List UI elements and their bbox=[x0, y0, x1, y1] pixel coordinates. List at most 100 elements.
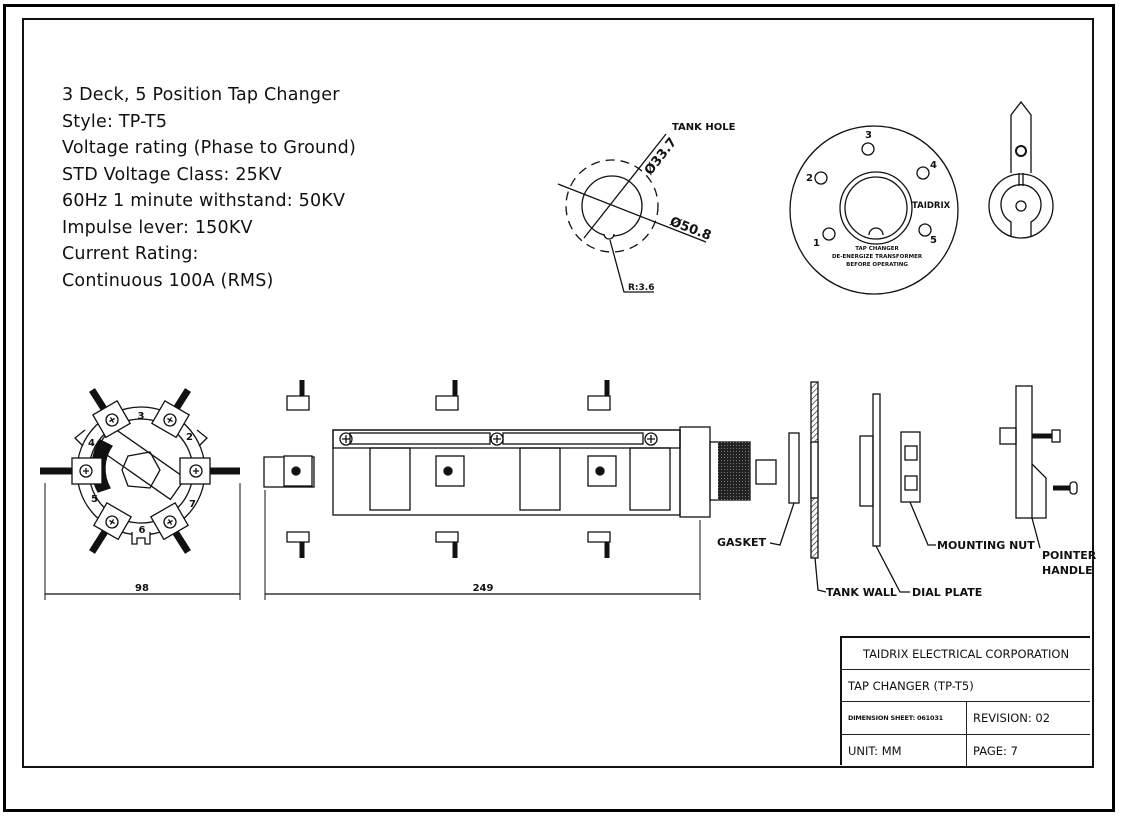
gasket-leader bbox=[769, 502, 795, 546]
contact-number-3: 3 bbox=[138, 411, 145, 422]
drive-shaft-hole bbox=[121, 451, 161, 489]
dial-plate-part bbox=[872, 393, 881, 547]
contact-clip-left bbox=[71, 457, 103, 485]
dial-position-3: 3 bbox=[865, 130, 872, 141]
pointer-hole bbox=[1015, 145, 1027, 157]
contact-number-4: 4 bbox=[88, 438, 95, 449]
outer-diameter-label: Ø50.8 bbox=[668, 214, 714, 243]
position-hole-4 bbox=[916, 166, 930, 180]
side-lugs bbox=[74, 429, 208, 447]
dial-plate-diagram bbox=[789, 125, 959, 295]
knob-center-hole bbox=[1015, 200, 1027, 212]
spec-line-style: Style: TP-T5 bbox=[62, 111, 168, 132]
contact-number-6: 6 bbox=[139, 525, 146, 536]
dial-warning-line-3: BEFORE OPERATING bbox=[846, 262, 908, 268]
dial-position-2: 2 bbox=[806, 173, 813, 184]
side-view-diagram bbox=[263, 380, 777, 600]
deck-block-2 bbox=[519, 447, 561, 511]
dial-plate-outline bbox=[789, 125, 959, 295]
pointer-knob-diagram bbox=[988, 100, 1054, 239]
mounting-nut-leader bbox=[909, 501, 936, 546]
rail-screw-1 bbox=[339, 432, 353, 446]
contact-number-5: 5 bbox=[91, 494, 98, 505]
product-name: TAP CHANGER (TP-T5) bbox=[848, 678, 974, 693]
inner-frame bbox=[22, 18, 1094, 768]
pointer-handle-label-2: HANDLE bbox=[1042, 564, 1093, 577]
rail-slot-1 bbox=[349, 432, 491, 445]
tank-hole-diagram bbox=[557, 133, 707, 293]
title-block-unit-row: UNIT: MM PAGE: 7 bbox=[842, 735, 1090, 767]
spec-line-voltage-class: STD Voltage Class: 25KV bbox=[62, 164, 282, 185]
spec-line-title: 3 Deck, 5 Position Tap Changer bbox=[62, 85, 340, 105]
rail-screw-3 bbox=[644, 432, 658, 446]
contact-clip-top-left bbox=[91, 399, 132, 439]
diameter-line-33 bbox=[583, 133, 667, 239]
rail-screw-2 bbox=[490, 432, 504, 446]
tank-wall-leader bbox=[814, 557, 827, 593]
radius-label: R:3.6 bbox=[628, 283, 654, 293]
position-hole-3 bbox=[861, 142, 875, 156]
dial-brand: TAIDRIX bbox=[912, 201, 951, 211]
knurled-nut bbox=[718, 442, 750, 500]
deck-body bbox=[332, 429, 681, 516]
pointer-blade bbox=[1010, 100, 1032, 173]
spec-line-withstand: 60Hz 1 minute withstand: 50KV bbox=[62, 191, 346, 211]
mounting-nut-label: MOUNTING NUT bbox=[937, 539, 1035, 552]
terminal-bottom-right bbox=[171, 528, 191, 554]
pointer-handle-label-1: POINTER bbox=[1042, 549, 1097, 562]
dial-center-ring-inner bbox=[844, 176, 908, 240]
tank-hole-title: TANK HOLE bbox=[672, 122, 736, 133]
dial-plate-label: DIAL PLATE bbox=[912, 586, 982, 599]
contact-clip-bottom-right bbox=[149, 501, 190, 541]
knob-inner-cutout bbox=[1000, 184, 1042, 236]
outer-dashed-circle bbox=[565, 159, 659, 253]
handle-screw-head bbox=[1069, 481, 1078, 495]
revision: REVISION: 02 bbox=[973, 711, 1051, 725]
position-hole-1 bbox=[822, 227, 836, 241]
dial-position-4: 4 bbox=[930, 160, 937, 171]
mounting-nut-slot-2 bbox=[904, 475, 918, 491]
outer-frame bbox=[3, 4, 1115, 812]
position-hole-2 bbox=[814, 171, 828, 185]
knob-outer bbox=[988, 173, 1054, 239]
spec-line-voltage-rating: Voltage rating (Phase to Ground) bbox=[62, 138, 356, 158]
contact-clip-bottom-left bbox=[92, 501, 133, 541]
tank-wall-label: TANK WALL bbox=[826, 586, 897, 599]
bottom-tab bbox=[131, 532, 151, 545]
page-number: PAGE: 7 bbox=[973, 744, 1018, 758]
dial-position-5: 5 bbox=[930, 235, 937, 246]
contact-lug-2 bbox=[435, 455, 465, 487]
dial-warning-line-1: TAP CHANGER bbox=[855, 246, 899, 252]
dimension-sheet: DIMENSION SHEET: 061031 bbox=[842, 702, 967, 734]
title-block: TAIDRIX ELECTRICAL CORPORATION TAP CHANG… bbox=[840, 636, 1090, 767]
spec-line-continuous: Continuous 100A (RMS) bbox=[62, 270, 274, 291]
diameter-line-50 bbox=[557, 183, 707, 243]
shaft-tip bbox=[755, 459, 777, 485]
title-block-company-row: TAIDRIX ELECTRICAL CORPORATION bbox=[842, 638, 1090, 670]
pointer-handle-hub bbox=[999, 427, 1017, 445]
company-name: TAIDRIX ELECTRICAL CORPORATION bbox=[862, 646, 1070, 661]
spec-line-current-rating: Current Rating: bbox=[62, 244, 199, 264]
rail-slot-2 bbox=[502, 432, 644, 445]
contact-clip-top-right bbox=[150, 399, 191, 439]
title-block-product-row: TAP CHANGER (TP-T5) bbox=[842, 670, 1090, 702]
inner-hole-circle bbox=[581, 175, 643, 237]
gasket-label: GASKET bbox=[717, 536, 767, 549]
position-hole-5 bbox=[918, 223, 932, 237]
dial-plate-boss bbox=[859, 435, 874, 507]
set-screw-head bbox=[1051, 429, 1061, 443]
contact-number-7: 7 bbox=[189, 499, 196, 510]
pointer-handle-grip bbox=[1031, 463, 1047, 519]
specifications-block: 3 Deck, 5 Position Tap Changer Style: TP… bbox=[62, 82, 356, 294]
terminal-bottom-left bbox=[89, 528, 109, 554]
contact-lug-3 bbox=[587, 455, 617, 487]
contact-number-2: 2 bbox=[186, 432, 193, 443]
unit: UNIT: MM bbox=[842, 735, 967, 767]
contact-clip-right bbox=[179, 457, 211, 485]
mounting-nut-slot-1 bbox=[904, 445, 918, 461]
tank-wall-opening bbox=[810, 441, 819, 499]
dial-key-notch bbox=[868, 227, 884, 236]
pointer-handle-part bbox=[1015, 385, 1033, 519]
shaft-housing bbox=[679, 426, 711, 518]
